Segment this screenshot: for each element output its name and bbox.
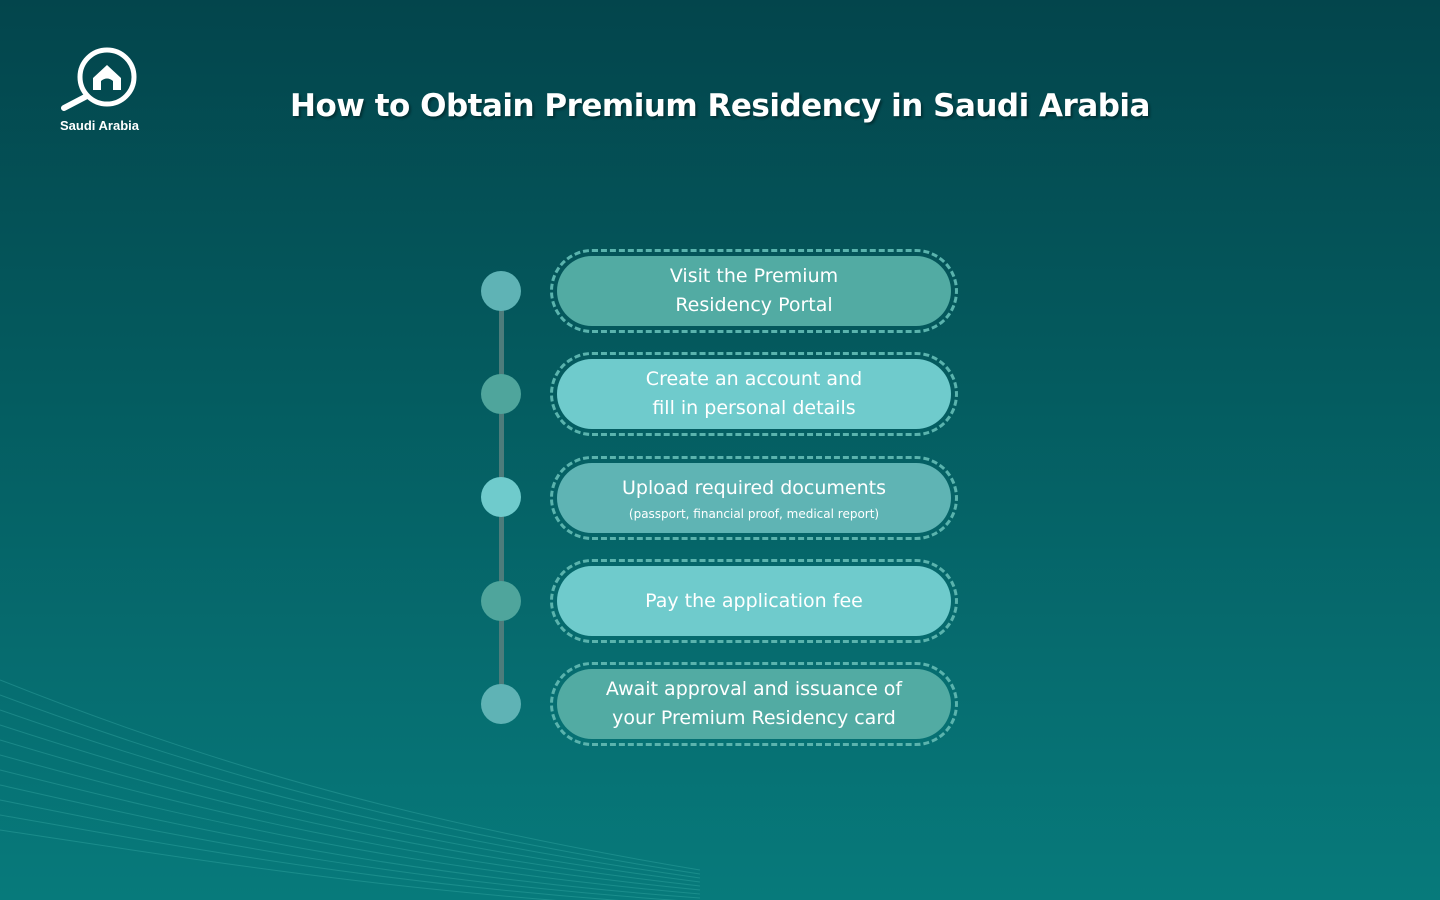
step-5: Await approval and issuance of your Prem… <box>550 662 958 746</box>
step-3-title: Upload required documents <box>621 476 887 499</box>
step-1-dot <box>481 271 521 311</box>
step-3-dot <box>481 477 521 517</box>
magnifier-house-icon <box>61 47 137 111</box>
page-title: How to Obtain Premium Residency in Saudi… <box>290 88 1150 124</box>
step-2-title: Create an account and fill in personal d… <box>645 368 863 419</box>
step-3: Upload required documents (passport, fin… <box>550 456 958 540</box>
step-4-dot <box>481 581 521 621</box>
step-1: Visit the Premium Residency Portal <box>550 249 958 333</box>
step-5-dot <box>481 684 521 724</box>
step-5-title: Await approval and issuance of your Prem… <box>605 678 903 729</box>
step-2: Create an account and fill in personal d… <box>550 352 958 436</box>
logo: Saudi Arabia <box>56 46 146 136</box>
step-4: Pay the application fee <box>550 559 958 643</box>
step-2-dot <box>481 374 521 414</box>
step-4-title: Pay the application fee <box>645 589 863 612</box>
logo-label: Saudi Arabia <box>60 118 139 133</box>
step-1-title: Visit the Premium Residency Portal <box>669 265 839 316</box>
step-3-subtitle: (passport, financial proof, medical repo… <box>628 506 880 521</box>
